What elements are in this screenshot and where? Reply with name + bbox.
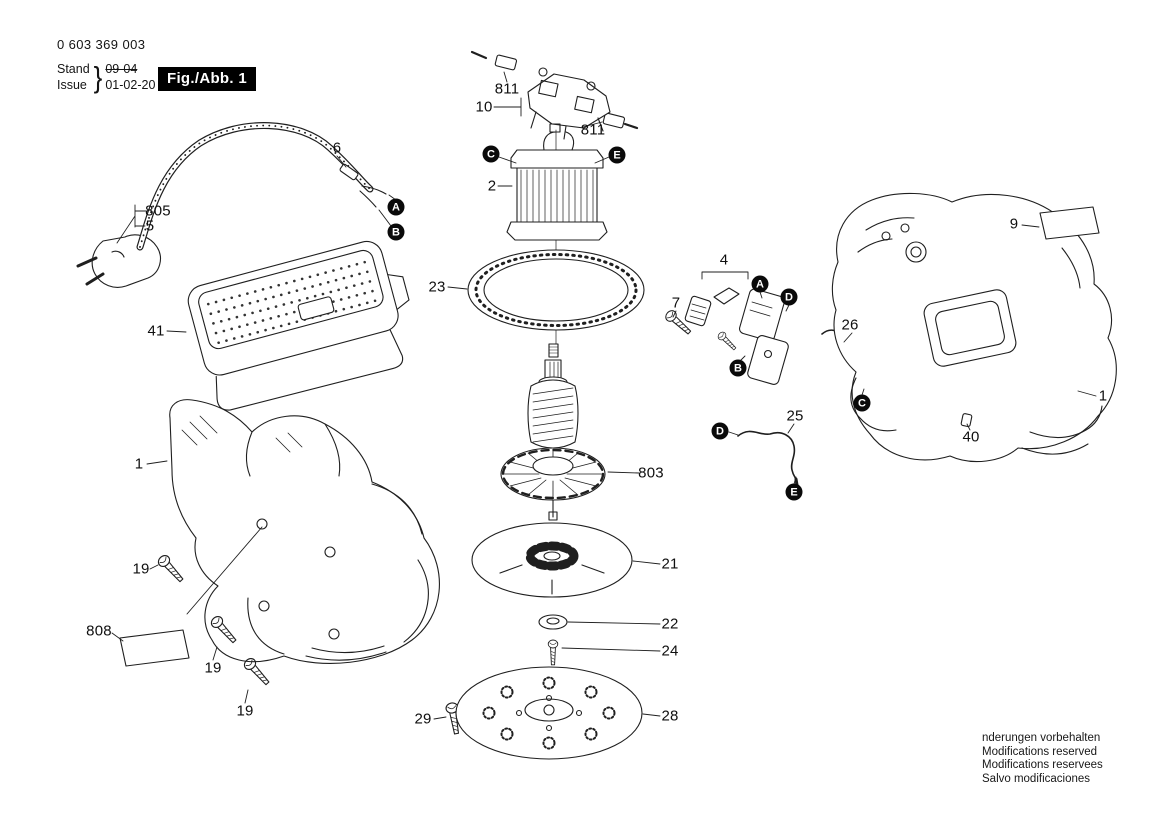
callout-10: 10 [475, 98, 493, 116]
callout-23: 23 [428, 278, 446, 296]
legal-line-de: nderungen vorbehalten [982, 732, 1101, 744]
badge-E: E [608, 146, 626, 164]
label-808-drawing [119, 629, 190, 667]
legal-line-fr: Modifications reservees [982, 759, 1103, 771]
issue-value: 01-02-20 [105, 78, 156, 92]
cable-25-drawing [737, 430, 799, 487]
callout-805: 805 [145, 202, 171, 220]
badge-E: E [785, 483, 803, 501]
callout-29: 29 [414, 710, 432, 728]
callout-41: 41 [147, 322, 165, 340]
switch-assembly-drawing [663, 287, 789, 385]
stand-value: 09-04 [105, 62, 138, 76]
screw-24-drawing [547, 639, 559, 666]
legal-line-en: Modifications reserved [982, 745, 1098, 758]
callout-19: 19 [236, 702, 254, 720]
callout-40: 40 [962, 428, 980, 446]
badge-A: A [387, 198, 405, 216]
callout-1: 1 [134, 455, 144, 473]
callout-9: 9 [1009, 215, 1019, 233]
callout-5: 5 [145, 217, 155, 235]
callout-21: 21 [661, 555, 679, 573]
issue-label: Issue [57, 78, 87, 92]
callout-811: 811 [494, 80, 520, 98]
badge-C: C [853, 394, 871, 412]
stator-drawing [506, 123, 608, 241]
pin-40-drawing [960, 413, 973, 428]
callout-2: 2 [487, 177, 497, 195]
callout-7: 7 [671, 294, 681, 312]
callout-19: 19 [204, 659, 222, 677]
sander-body-drawing [169, 399, 440, 664]
callout-28: 28 [661, 707, 679, 725]
callout-19: 19 [132, 560, 150, 578]
power-cord-drawing [136, 122, 387, 251]
callout-22: 22 [661, 615, 679, 633]
badge-D: D [780, 288, 798, 306]
callout-6: 6 [332, 139, 342, 157]
legal-line-es: Salvo modificaciones [982, 772, 1091, 785]
callout-808: 808 [86, 622, 112, 640]
revision-block: Stand Issue } 09-04 01-02-20 [57, 59, 156, 94]
badge-B: B [729, 359, 747, 377]
revision-brace: } [93, 59, 103, 94]
washer-22-drawing [538, 614, 568, 630]
dust-box-drawing [187, 240, 410, 411]
badge-D: D [711, 422, 729, 440]
figure-label: Fig./Abb. 1 [158, 67, 256, 91]
sanding-plate-drawing [455, 666, 643, 760]
callout-24: 24 [661, 642, 679, 660]
badge-A: A [751, 275, 769, 293]
document-number: 0 603 369 003 [57, 37, 146, 52]
label-9-drawing [1039, 206, 1100, 240]
housing-drawing [831, 192, 1117, 463]
callout-1: 1 [1098, 387, 1108, 405]
armature-drawing [500, 343, 606, 521]
pad-support-drawing [471, 522, 633, 598]
badge-B: B [387, 223, 405, 241]
sealing-ring-drawing [467, 249, 645, 331]
leader-lines [111, 71, 1097, 720]
callout-4: 4 [719, 251, 729, 269]
legal-notes: nderungen vorbehalten Modifications rese… [982, 732, 1103, 786]
brush-plate-drawing [470, 50, 639, 140]
power-plug-drawing [76, 234, 161, 288]
badge-C: C [482, 145, 500, 163]
callout-803: 803 [638, 464, 664, 482]
stand-label: Stand [57, 62, 90, 76]
callout-26: 26 [841, 316, 859, 334]
callout-811: 811 [580, 121, 606, 139]
callout-25: 25 [786, 407, 804, 425]
